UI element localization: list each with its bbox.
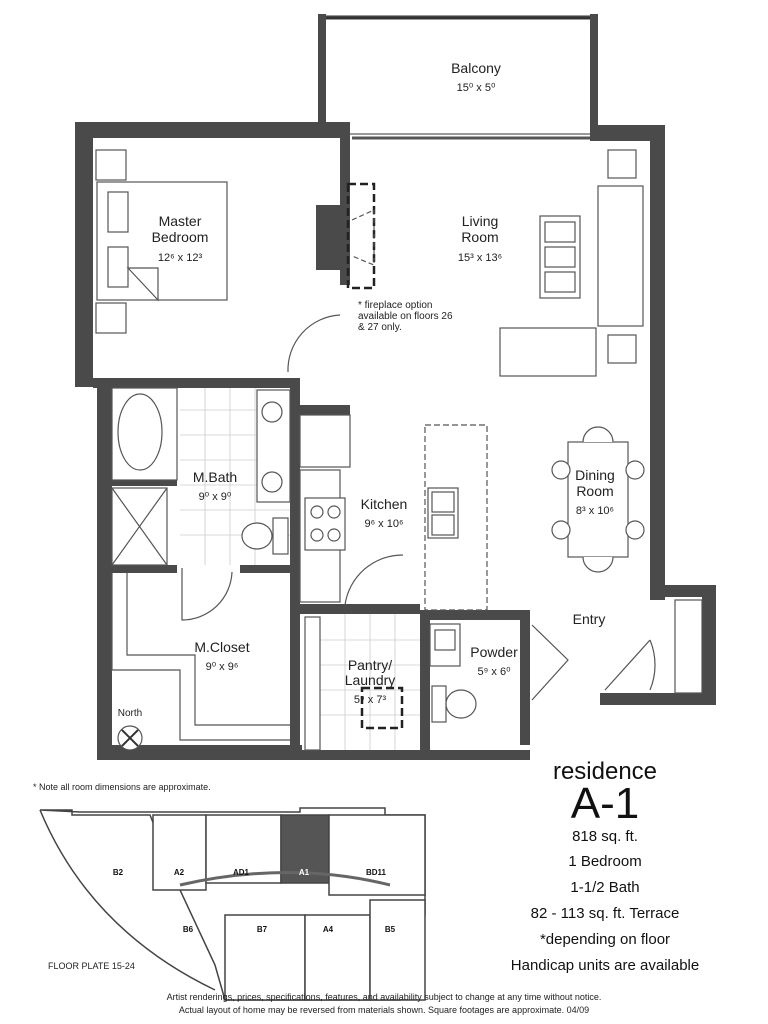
dining-room-label-2: Room: [576, 483, 613, 499]
bath-fixtures: [111, 387, 291, 621]
master-bedroom-label: Master: [159, 213, 202, 229]
powder-dim: 5⁹ x 6⁰: [478, 666, 512, 678]
residence-word: residence: [552, 758, 658, 785]
unit-bd11: BD11: [366, 868, 387, 877]
residence-bedrooms: 1 Bedroom: [568, 853, 642, 870]
fireplace-note-2: available on floors 26: [358, 311, 453, 322]
pantry-label: Pantry/: [348, 657, 392, 673]
fireplace-option: [346, 182, 376, 290]
unit-b5: B5: [385, 925, 396, 934]
residence-name: A-1: [570, 779, 640, 828]
m-closet-dim: 9⁰ x 9⁶: [206, 661, 239, 673]
pantry-fixtures: [304, 614, 420, 751]
unit-a2: A2: [174, 868, 185, 877]
powder-fixtures: [429, 623, 569, 723]
pantry-dim: 5⁹ x 7³: [354, 694, 387, 706]
fireplace-note-3: & 27 only.: [358, 322, 402, 333]
walls: [75, 122, 716, 760]
residence-floor-note: *depending on floor: [539, 931, 671, 948]
kitchen-dim: 9⁶ x 10⁶: [364, 518, 403, 530]
unit-b6: B6: [183, 925, 194, 934]
kitchen-label: Kitchen: [361, 496, 408, 512]
residence-sqft: 818 sq. ft.: [572, 828, 638, 845]
living-furniture: [287, 149, 644, 377]
kitchen-counters: [299, 414, 488, 611]
balcony-dim: 15⁰ x 5⁰: [457, 82, 496, 94]
balcony: [318, 14, 598, 135]
bedroom-furniture: [95, 149, 228, 334]
dining-room-dim: 8³ x 10⁶: [576, 505, 614, 517]
dimensions-note: * Note all room dimensions are approxima…: [33, 782, 211, 792]
north-label: North: [118, 708, 142, 719]
living-room-dim: 15³ x 13⁶: [458, 252, 502, 264]
residence-terrace: 82 - 113 sq. ft. Terrace: [530, 905, 680, 922]
disclaimer-2: Actual layout of home may be reversed fr…: [179, 1005, 589, 1015]
living-room-label-2: Room: [461, 229, 498, 245]
fireplace-note-1: * fireplace option: [358, 300, 433, 311]
key-plate: B2 A2 AD1 A1 BD11 B6 B7 A4 B5: [39, 807, 426, 1001]
pantry-label-2: Laundry: [345, 672, 396, 688]
master-bedroom-dim: 12⁶ x 12³: [158, 252, 203, 264]
entry-label: Entry: [573, 611, 606, 627]
unit-a4: A4: [323, 925, 334, 934]
unit-ad1: AD1: [233, 868, 250, 877]
m-bath-label: M.Bath: [193, 469, 237, 485]
unit-a1: A1: [299, 868, 310, 877]
powder-label: Powder: [470, 644, 518, 660]
entry-door: [604, 599, 703, 694]
master-bedroom-label-2: Bedroom: [152, 229, 209, 245]
unit-b2: B2: [113, 868, 124, 877]
m-closet-label: M.Closet: [194, 639, 249, 655]
unit-b7: B7: [257, 925, 268, 934]
floor-plate-label: FLOOR PLATE 15-24: [48, 961, 135, 971]
disclaimer-1: Artist renderings, prices, specification…: [167, 992, 602, 1002]
dining-table: [551, 426, 645, 573]
residence-handicap: Handicap units are available: [510, 957, 700, 974]
north-compass-icon: [117, 725, 143, 751]
balcony-label: Balcony: [451, 60, 501, 76]
m-bath-dim: 9⁰ x 9⁰: [199, 491, 232, 503]
closet-shelving: [111, 573, 290, 741]
residence-baths: 1-1/2 Bath: [570, 879, 640, 896]
living-room-label: Living: [462, 213, 499, 229]
dining-room-label: Dining: [575, 467, 615, 483]
